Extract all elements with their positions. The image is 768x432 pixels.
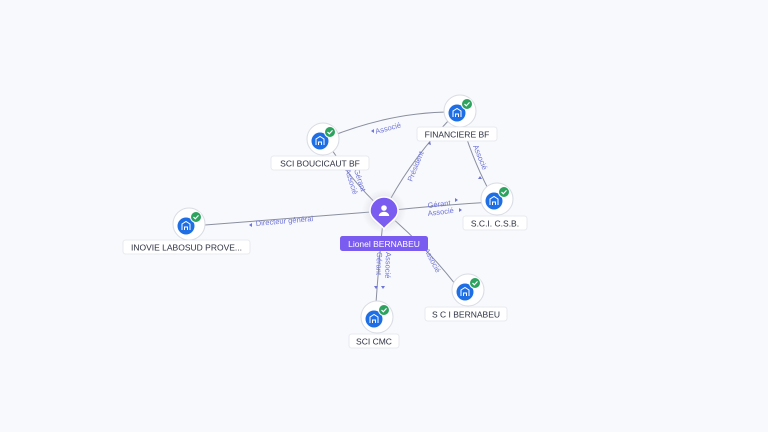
building-glyph: [489, 195, 499, 205]
arrow-icon: [459, 208, 462, 212]
building-icon: [485, 192, 503, 210]
node-label-bg: [348, 333, 400, 349]
verified-check-icon: [469, 277, 481, 289]
building-glyph: [315, 135, 325, 145]
person-node-lionel[interactable]: Lionel BERNABEU: [340, 189, 428, 251]
arrow-icon: [478, 176, 482, 179]
check-glyph: [193, 214, 199, 220]
building-icon: [456, 283, 474, 301]
company-node-sci-cmc[interactable]: SCI CMC: [348, 300, 400, 349]
company-node-inovie-labosud[interactable]: INOVIE LABOSUD PROVE...: [122, 207, 251, 255]
check-glyph: [501, 189, 507, 195]
verified-check-icon: [190, 211, 202, 223]
verified-check-icon: [324, 126, 336, 138]
company-node-financiere-bf[interactable]: FINANCIERE BF: [416, 94, 498, 142]
arrow-icon: [381, 286, 385, 289]
node-label-bg: [270, 155, 370, 171]
building-icon: [311, 132, 329, 150]
edge-label-lionel-csb-1: Gérant: [427, 198, 452, 210]
building-icon: [448, 104, 466, 122]
person-icon: [378, 205, 390, 216]
verified-check-icon: [378, 304, 390, 316]
arrow-icon: [455, 198, 458, 202]
node-label-sci-bernabeu: S C I BERNABEU: [432, 310, 500, 320]
arrow-icon: [428, 141, 431, 145]
edge-label-fin-bouc: Associé: [374, 120, 402, 135]
check-glyph: [327, 129, 333, 135]
check-glyph: [472, 280, 478, 286]
edge-label-lionel-cmc-2: Associé: [383, 252, 393, 279]
check-glyph: [464, 101, 470, 107]
company-node-sci-csb[interactable]: S.C.I. C.S.B.: [462, 182, 528, 231]
company-node-sci-bernabeu[interactable]: S C I BERNABEU: [424, 273, 508, 322]
center-label-bg: [340, 236, 428, 251]
building-icon: [365, 310, 383, 328]
edge-label-lionel-fin: Président: [406, 149, 427, 183]
building-glyph: [452, 107, 462, 117]
edge-lionel-inovie: [191, 210, 385, 227]
center-label: Lionel BERNABEU: [348, 239, 420, 249]
verified-check-icon: [461, 98, 473, 110]
edge-label-lionel-csb-2: Associé: [427, 206, 454, 218]
node-label-sci-csb: S.C.I. C.S.B.: [471, 219, 519, 229]
node-label-bg: [122, 239, 251, 255]
verified-check-icon: [498, 186, 510, 198]
edge-label-lionel-cmc-1: Gérant: [374, 252, 384, 276]
node-label-bg: [416, 126, 498, 142]
node-label-sci-cmc: SCI CMC: [356, 337, 392, 347]
building-glyph: [181, 220, 191, 230]
node-label-financiere-bf: FINANCIERE BF: [425, 130, 490, 140]
node-label-bg: [424, 306, 508, 322]
building-glyph: [460, 286, 470, 296]
edge-label-lionel-inovie: Directeur général: [255, 214, 313, 228]
arrow-icon: [374, 286, 378, 289]
building-glyph: [369, 313, 379, 323]
company-node-sci-boucicaut-bf[interactable]: SCI BOUCICAUT BF: [270, 122, 370, 171]
node-label-sci-boucicaut-bf: SCI BOUCICAUT BF: [280, 159, 360, 169]
edge-fin-bouc: [326, 111, 453, 139]
check-glyph: [381, 307, 387, 313]
arrow-icon: [249, 223, 252, 227]
building-icon: [177, 217, 195, 235]
arrow-icon: [371, 129, 374, 133]
node-label-bg: [462, 215, 528, 231]
node-label-inovie-labosud: INOVIE LABOSUD PROVE...: [131, 243, 242, 253]
